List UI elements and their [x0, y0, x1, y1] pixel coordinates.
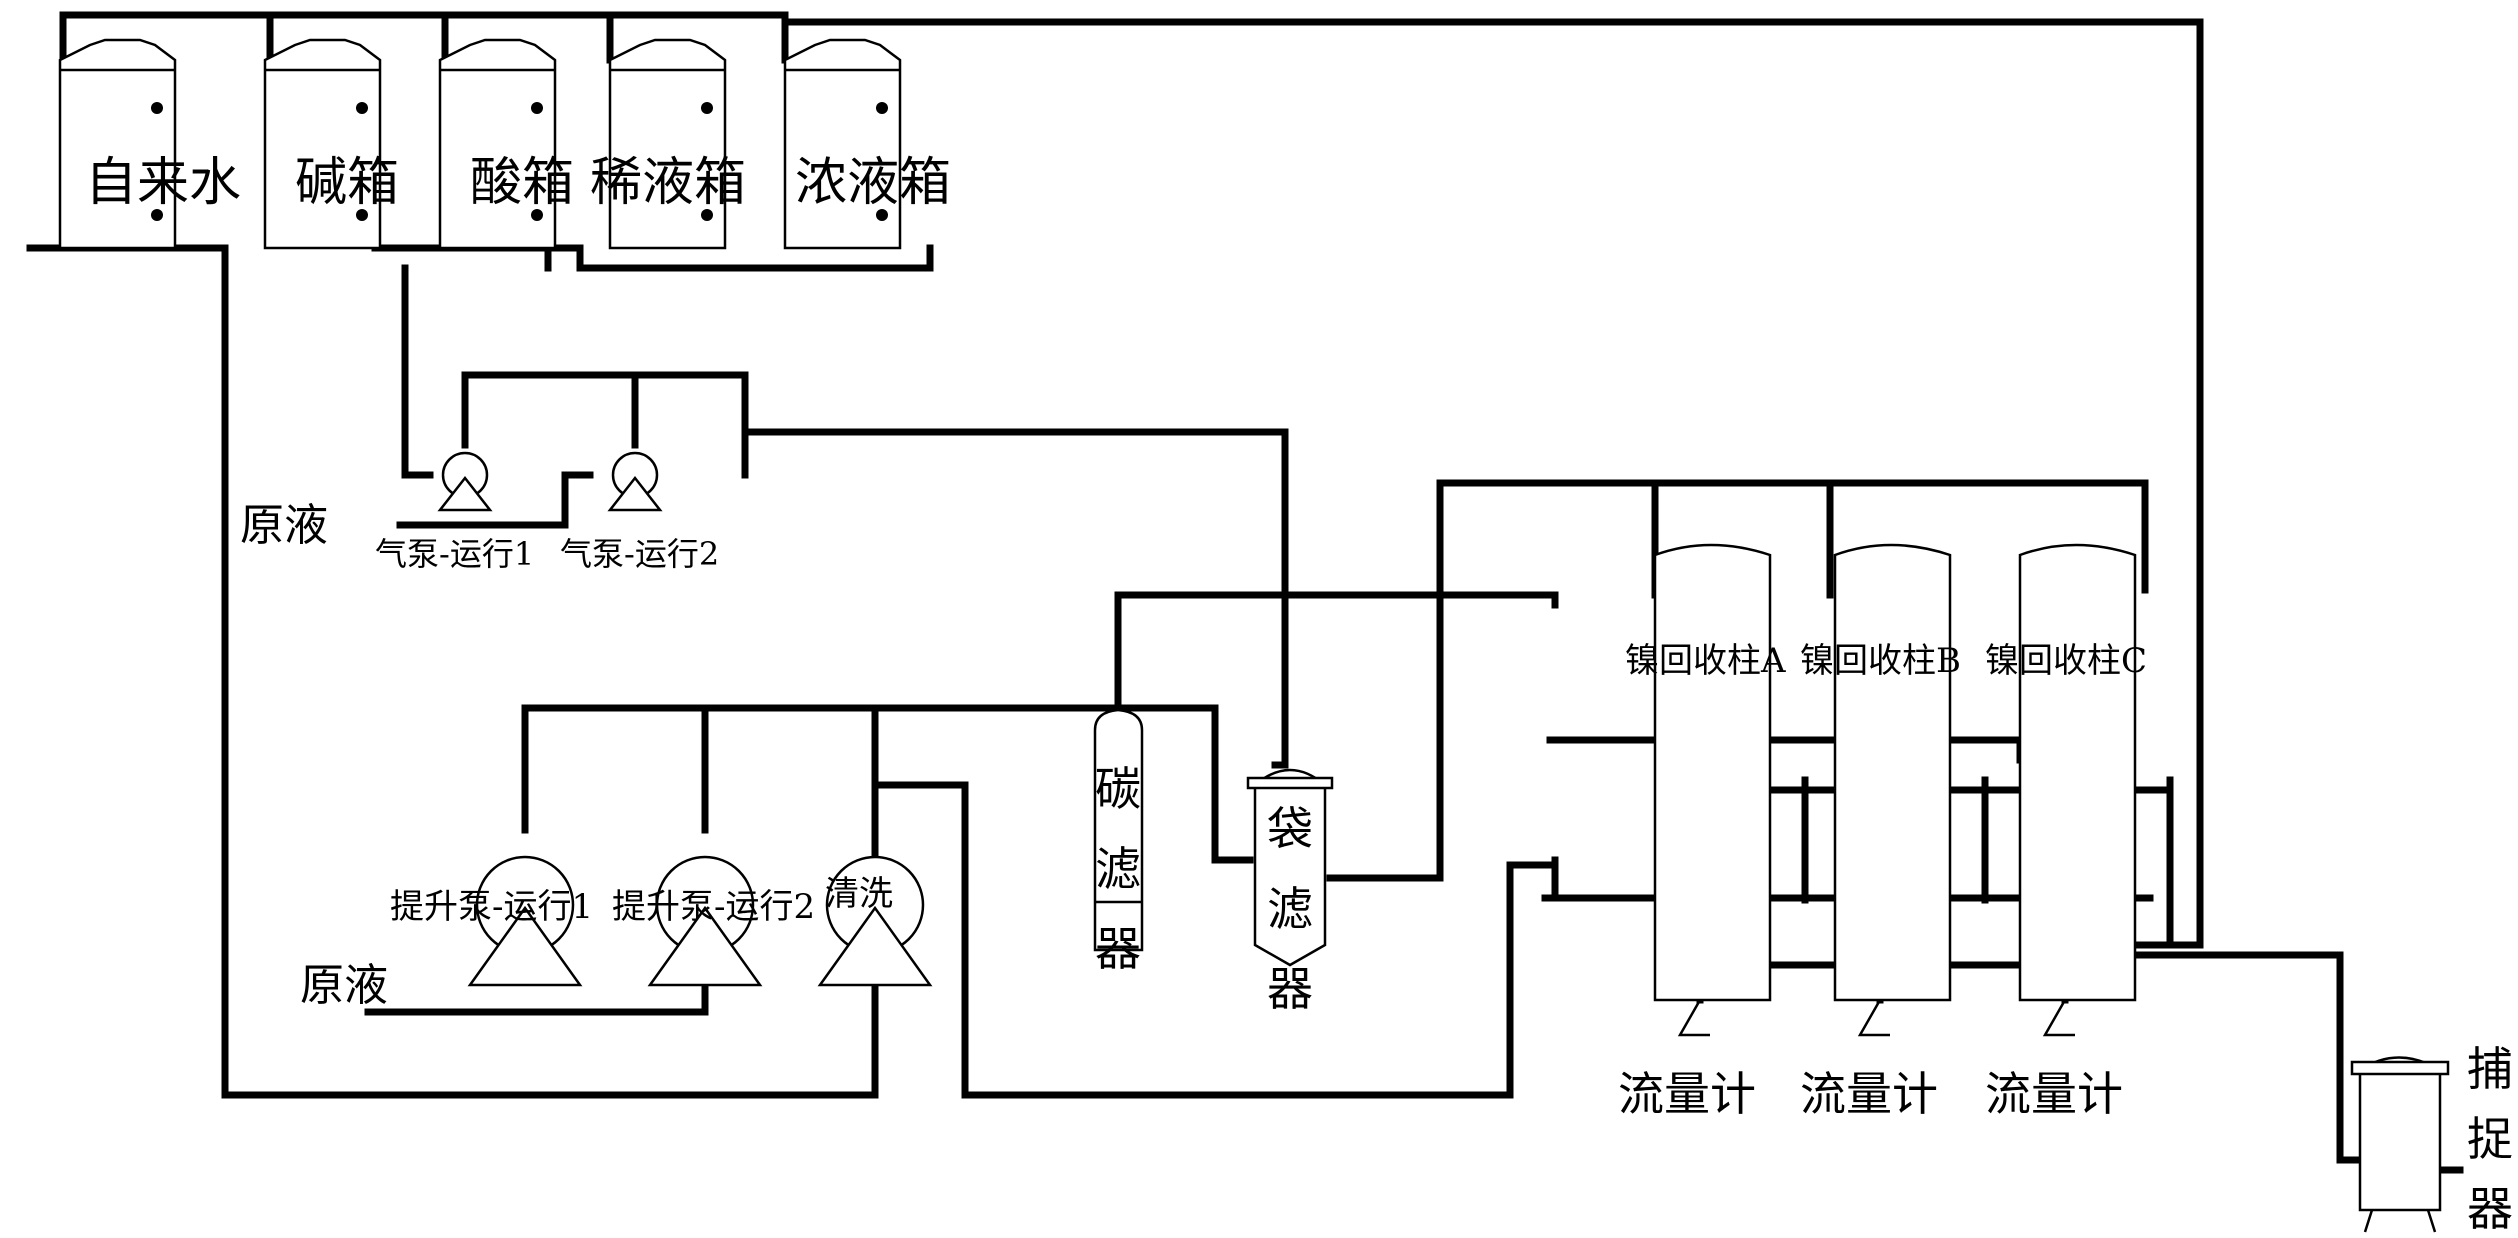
- cleaning-pump-symbol: [817, 855, 933, 987]
- nickel-column-c-label: 镍回收柱C: [1985, 641, 2147, 681]
- tank-label-alkali: 碱箱: [295, 153, 399, 213]
- tank-label-concentrate: 浓液箱: [795, 153, 951, 213]
- storage-tanks: [58, 38, 902, 250]
- bag-filter-label-2: 滤: [1267, 882, 1313, 936]
- bag-filter: [1246, 768, 1334, 967]
- carbon-filter-label-2: 滤: [1095, 842, 1141, 896]
- catcher-label-1: 捕: [2467, 1042, 2513, 1096]
- carbon-filter-label-3: 器: [1095, 922, 1141, 976]
- tank-label-dilute: 稀液箱: [590, 153, 746, 213]
- tank-alkali: [263, 38, 382, 250]
- raw-liquid-label-upper: 原液: [240, 500, 328, 551]
- lift-pump-2-symbol: [647, 855, 763, 987]
- tank-concentrate: [783, 38, 902, 250]
- cleaning-pump-label: 清洗: [825, 874, 893, 914]
- flowmeter-c-label: 流量计: [1985, 1067, 2123, 1121]
- tank-label-tap-water: 自来水: [85, 153, 241, 213]
- tank-tap-water: [58, 38, 177, 250]
- lift-pump-1-label: 提升泵-运行1: [390, 887, 593, 927]
- nickel-column-a-label: 镍回收柱A: [1625, 641, 1786, 681]
- air-pump-1-label: 气泵-运行1: [375, 535, 534, 573]
- nickel-column-b-label: 镍回收柱B: [1800, 641, 1961, 681]
- bag-filter-label-3: 器: [1267, 962, 1313, 1016]
- catcher-label-3: 器: [2467, 1182, 2513, 1236]
- nickel-column-b: [1833, 543, 1952, 1037]
- carbon-filter-label-1: 碳: [1095, 762, 1141, 816]
- air-pump-1-symbol: [437, 451, 493, 512]
- catcher-vessel: [2350, 1056, 2450, 1233]
- lift-pump-2-label: 提升泵-运行2: [612, 887, 815, 927]
- tank-label-acid: 酸箱: [470, 153, 574, 213]
- tank-dilute: [608, 38, 727, 250]
- raw-liquid-label-lower: 原液: [300, 960, 388, 1011]
- bag-filter-label-1: 袋: [1267, 802, 1313, 856]
- flowmeter-a-label: 流量计: [1618, 1067, 1756, 1121]
- lift-pump-1-symbol: [467, 855, 583, 987]
- nickel-column-a: [1653, 543, 1772, 1037]
- catcher-label-2: 捉: [2467, 1112, 2513, 1166]
- nickel-column-c: [2018, 543, 2137, 1037]
- air-pump-2-label: 气泵-运行2: [560, 535, 719, 573]
- tank-acid: [438, 38, 557, 250]
- carbon-filter: [1093, 708, 1144, 952]
- flowmeter-b-label: 流量计: [1800, 1067, 1938, 1121]
- air-pump-2-symbol: [607, 451, 663, 512]
